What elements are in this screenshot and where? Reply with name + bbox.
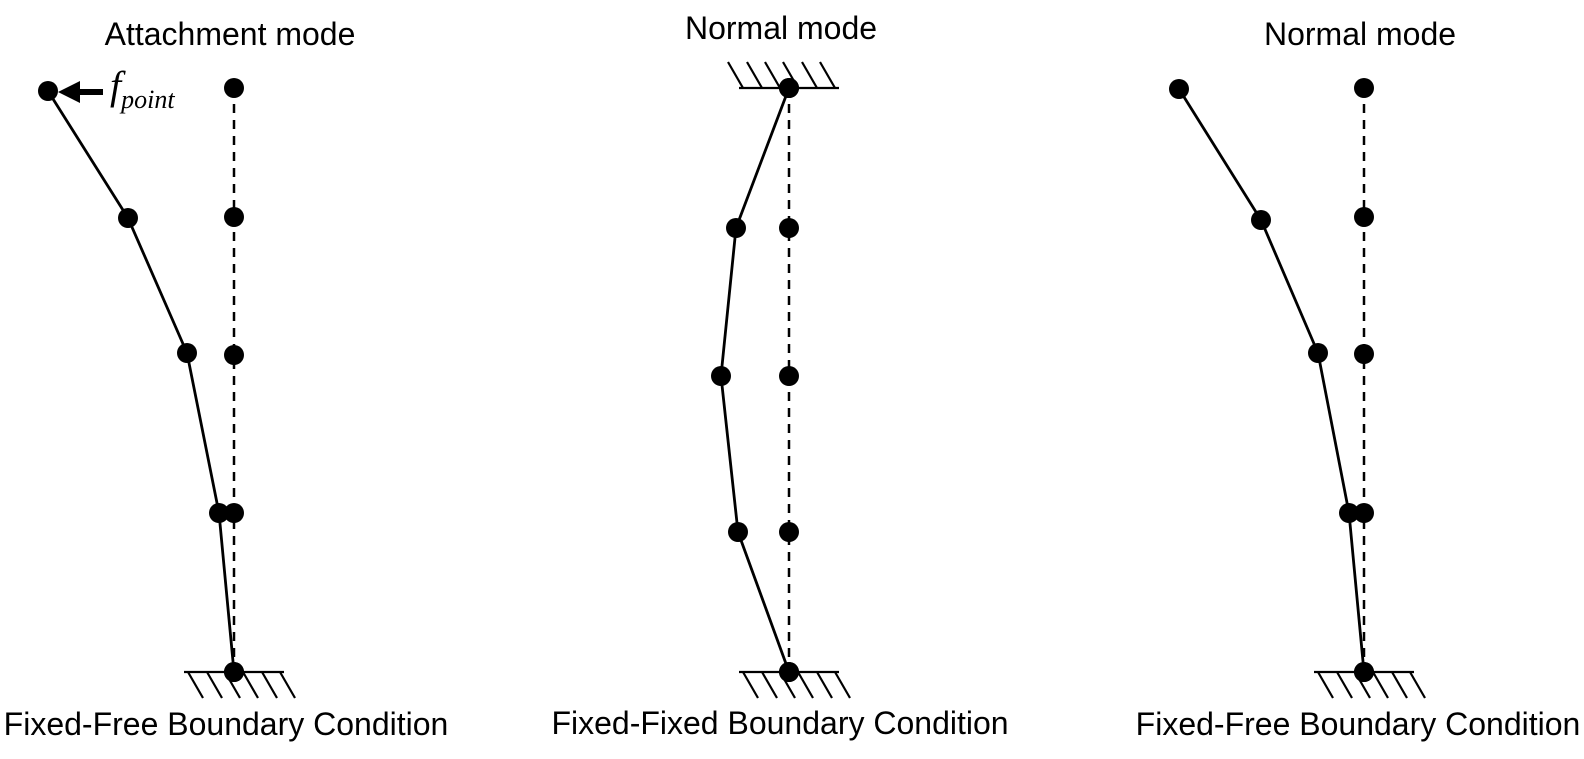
force-label: fpoint <box>110 66 175 113</box>
undeformed-node <box>1354 207 1374 227</box>
support-hatch-stroke <box>746 61 763 89</box>
undeformed-node <box>779 366 799 386</box>
panel-normal-mode-fixed-free <box>1169 78 1426 699</box>
undeformed-node <box>1354 503 1374 523</box>
deformed-node <box>209 503 229 523</box>
deformed-node <box>1354 662 1374 682</box>
support-hatch-stroke <box>761 671 778 699</box>
support-hatch-stroke <box>1336 671 1353 699</box>
force-subscript: point <box>121 85 175 114</box>
panel-title-attachment-mode: Attachment mode <box>104 16 356 52</box>
support-hatch-stroke <box>187 671 204 699</box>
deformed-node <box>711 366 731 386</box>
undeformed-node <box>779 218 799 238</box>
deformed-node <box>728 522 748 542</box>
support-hatch-stroke <box>261 671 278 699</box>
deformed-node <box>224 662 244 682</box>
support-hatch-stroke <box>742 671 759 699</box>
support-hatch-stroke <box>279 671 296 699</box>
support-hatch-stroke <box>1317 671 1334 699</box>
support-hatch-stroke <box>1409 671 1426 699</box>
deformed-node <box>1308 343 1328 363</box>
force-symbol: f <box>110 63 122 108</box>
deformed-node <box>779 662 799 682</box>
undeformed-node <box>224 345 244 365</box>
support-hatch-stroke <box>206 671 223 699</box>
deformed-node <box>1251 210 1271 230</box>
deformed-node <box>1339 503 1359 523</box>
support-hatch-stroke <box>1372 671 1389 699</box>
support-hatch-stroke <box>727 61 744 89</box>
support-hatch-stroke <box>834 671 851 699</box>
undeformed-node <box>1354 78 1374 98</box>
support-hatch-stroke <box>242 671 259 699</box>
deformed-node <box>726 218 746 238</box>
undeformed-node <box>1354 344 1374 364</box>
deformed-node <box>118 208 138 228</box>
deformed-node <box>779 78 799 98</box>
deformed-node <box>177 343 197 363</box>
panel-caption-fixed-fixed: Fixed-Fixed Boundary Condition <box>551 705 1009 741</box>
support-hatch-stroke <box>819 61 836 89</box>
mode-shape-polyline <box>719 87 791 673</box>
mode-shape-polyline <box>1177 88 1366 673</box>
undeformed-node <box>779 522 799 542</box>
panel-caption-fixed-free-1: Fixed-Free Boundary Condition <box>3 706 449 742</box>
support-hatch-stroke <box>816 671 833 699</box>
panel-title-normal-mode-fixed-fixed: Normal mode <box>684 10 878 46</box>
undeformed-node <box>224 503 244 523</box>
deformed-node <box>38 81 58 101</box>
support-hatch-stroke <box>801 61 818 89</box>
panel-title-normal-mode-fixed-free: Normal mode <box>1263 16 1457 52</box>
force-arrow-head <box>58 81 80 103</box>
deformed-node <box>1169 79 1189 99</box>
undeformed-node <box>224 207 244 227</box>
support-hatch-stroke <box>764 61 781 89</box>
panel-normal-mode-fixed-fixed <box>711 61 851 699</box>
undeformed-node <box>224 78 244 98</box>
mode-shape-polyline <box>46 90 236 673</box>
panel-attachment-mode-fixed-free <box>38 78 296 699</box>
panel-caption-fixed-free-2: Fixed-Free Boundary Condition <box>1135 706 1581 742</box>
support-hatch-stroke <box>797 671 814 699</box>
support-hatch-stroke <box>1391 671 1408 699</box>
